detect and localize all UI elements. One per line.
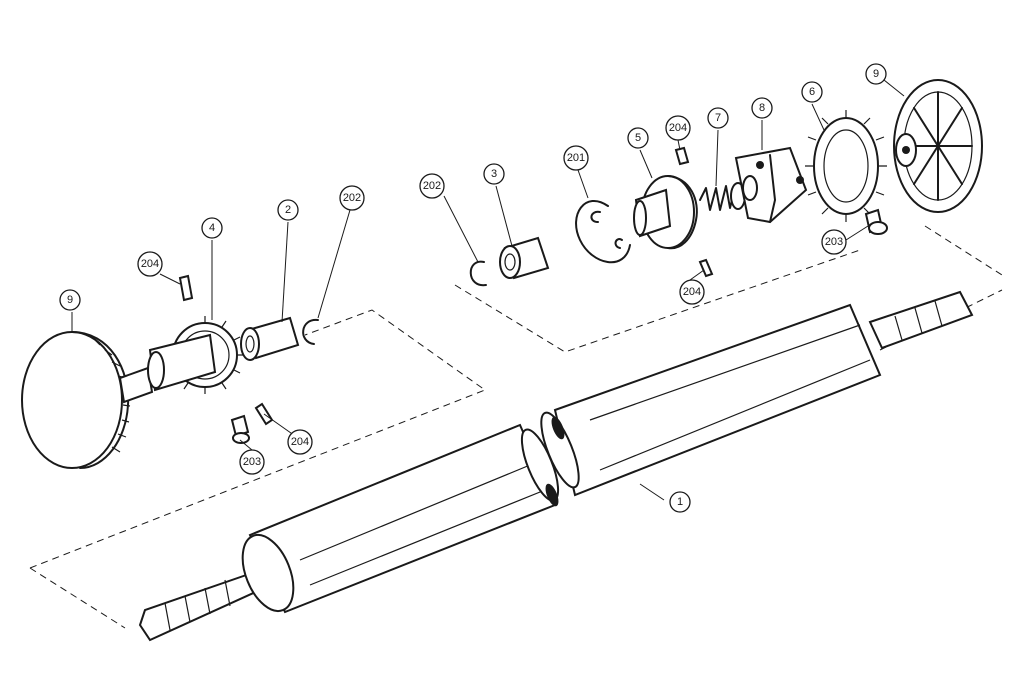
part-6-ring-gear bbox=[805, 110, 887, 222]
callout-6: 6 bbox=[801, 81, 823, 103]
part-9-right-handwheel bbox=[893, 79, 983, 213]
part-7-spring bbox=[699, 182, 746, 211]
callout-label: 2 bbox=[285, 204, 291, 216]
part-9-left-knob bbox=[21, 331, 154, 469]
callout-label: 203 bbox=[825, 236, 843, 248]
callout-204-b: 204 bbox=[287, 429, 313, 455]
callout-label: 204 bbox=[683, 286, 701, 298]
callout-label: 204 bbox=[291, 436, 309, 448]
callout-203-left: 203 bbox=[239, 449, 265, 475]
right-screw-203 bbox=[864, 208, 888, 235]
callout-label: 204 bbox=[669, 122, 687, 134]
callout-204-a: 204 bbox=[137, 251, 163, 277]
callout-4: 4 bbox=[201, 217, 223, 239]
part-5-hub bbox=[633, 146, 714, 278]
callout-label: 7 bbox=[715, 112, 721, 124]
callout-label: 9 bbox=[873, 68, 879, 80]
callout-202-right: 202 bbox=[419, 173, 445, 199]
callout-201: 201 bbox=[563, 145, 589, 171]
callout-9-right: 9 bbox=[865, 63, 887, 85]
part-8-bracket bbox=[734, 146, 808, 224]
callout-label: 3 bbox=[491, 168, 497, 180]
callout-203-right: 203 bbox=[821, 229, 847, 255]
callout-3: 3 bbox=[483, 163, 505, 185]
callout-7: 7 bbox=[707, 107, 729, 129]
callout-label: 202 bbox=[343, 192, 361, 204]
part-202-left-snap-ring bbox=[302, 318, 319, 345]
callout-204-c: 204 bbox=[665, 115, 691, 141]
part-2-bushing bbox=[240, 316, 300, 361]
assembly-guide-lines bbox=[29, 225, 1003, 629]
callout-202-left: 202 bbox=[339, 185, 365, 211]
part-202-right-snap-ring bbox=[469, 260, 487, 287]
callout-9-left: 9 bbox=[59, 289, 81, 311]
callout-label: 201 bbox=[567, 152, 585, 164]
callout-1: 1 bbox=[669, 491, 691, 513]
callout-label: 202 bbox=[423, 180, 441, 192]
part-4-gear bbox=[147, 316, 244, 394]
callout-8: 8 bbox=[751, 97, 773, 119]
callout-label: 1 bbox=[677, 496, 683, 508]
part-1-roller-shaft bbox=[138, 290, 974, 642]
callout-204-d: 204 bbox=[679, 279, 705, 305]
callout-leader-lines bbox=[71, 79, 905, 501]
callout-label: 203 bbox=[243, 456, 261, 468]
callout-5: 5 bbox=[627, 127, 649, 149]
callout-label: 9 bbox=[67, 294, 73, 306]
callout-2: 2 bbox=[277, 199, 299, 221]
callout-label: 5 bbox=[635, 132, 641, 144]
callout-label: 8 bbox=[759, 102, 765, 114]
callout-label: 4 bbox=[209, 222, 215, 234]
callout-label: 6 bbox=[809, 86, 815, 98]
part-3-sleeve bbox=[499, 236, 550, 280]
callout-label: 204 bbox=[141, 258, 159, 270]
part-201-retaining-ring bbox=[575, 199, 631, 264]
